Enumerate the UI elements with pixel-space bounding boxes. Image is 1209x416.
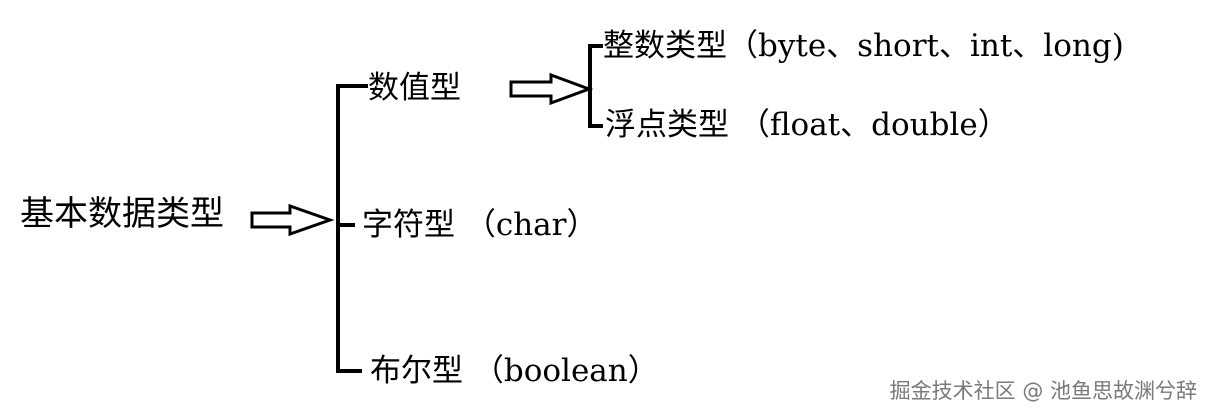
node-float: 浮点类型 （float、double） <box>605 107 1009 143</box>
watermark-text: 掘金技术社区 @ 池鱼思故渊兮辞 <box>889 379 1197 403</box>
node-integer: 整数类型（byte、short、int、long) <box>603 28 1124 64</box>
node-boolean: 布尔型 （boolean） <box>370 353 659 389</box>
node-numeric: 数值型 <box>368 70 461 106</box>
numeric-arrow <box>509 72 594 106</box>
node-root: 基本数据类型 <box>20 194 224 234</box>
node-char: 字符型 （char） <box>362 207 598 243</box>
root-arrow <box>250 203 335 237</box>
